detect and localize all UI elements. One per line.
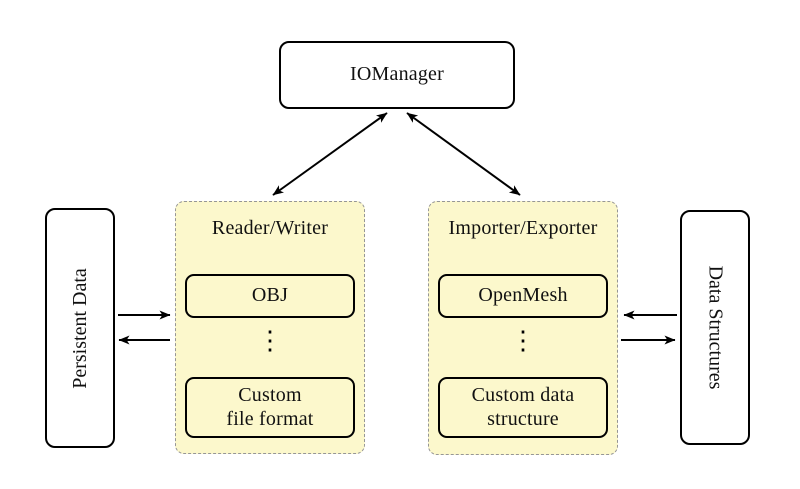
reader-writer-ellipsis: ⋮ — [257, 326, 283, 355]
arrow-iomanager-importer-exporter — [406, 112, 521, 196]
custom-data-structure-node: Custom data structure — [438, 377, 608, 438]
custom-file-format-node: Custom file format — [185, 377, 355, 438]
iomanager-label: IOManager — [350, 63, 444, 86]
openmesh-node: OpenMesh — [438, 274, 608, 318]
importer-exporter-ellipsis: ⋮ — [510, 326, 536, 355]
iomanager-node: IOManager — [279, 41, 515, 109]
persistent-data-node: Persistent Data — [45, 208, 115, 448]
importer-exporter-group: Importer/Exporter OpenMesh ⋮ Custom data… — [428, 201, 618, 455]
custom-file-format-label: Custom file format — [226, 383, 314, 430]
obj-label: OBJ — [251, 284, 289, 307]
persistent-data-label: Persistent Data — [68, 267, 91, 389]
arrow-iomanager-reader-writer — [272, 112, 388, 196]
data-structures-label: Data Structures — [704, 265, 727, 390]
obj-node: OBJ — [185, 274, 355, 318]
openmesh-label: OpenMesh — [478, 284, 568, 307]
data-structures-node: Data Structures — [680, 210, 750, 445]
custom-data-structure-label: Custom data structure — [471, 383, 575, 430]
reader-writer-group: Reader/Writer OBJ ⋮ Custom file format — [175, 201, 365, 454]
importer-exporter-group-title: Importer/Exporter — [448, 217, 598, 239]
reader-writer-group-title: Reader/Writer — [211, 217, 329, 239]
